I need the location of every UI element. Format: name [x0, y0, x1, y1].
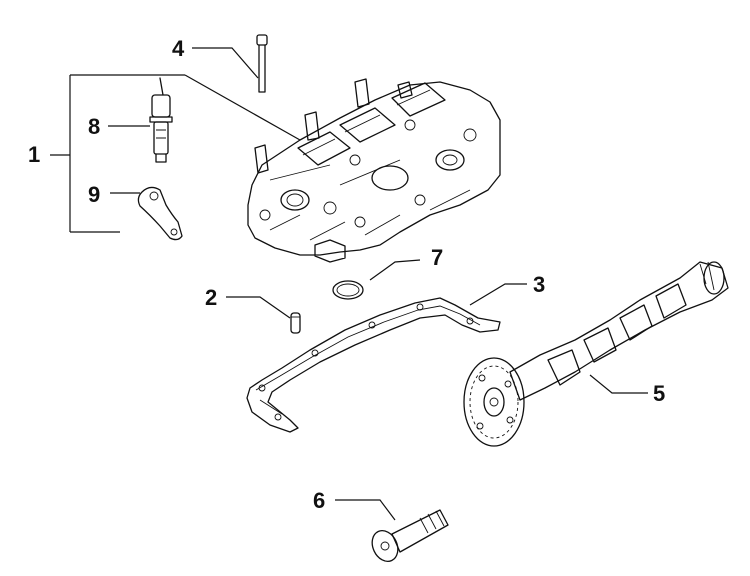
part-5-camshaft[interactable] [463, 261, 729, 447]
callout-4: 4 [172, 36, 185, 61]
callout-7: 7 [431, 245, 443, 270]
callout-9: 9 [88, 182, 100, 207]
camshaft-sprocket [463, 357, 525, 447]
callout-5: 5 [653, 381, 665, 406]
housing-body [247, 81, 501, 256]
part-7-o-ring[interactable] [332, 259, 421, 300]
callout-labels: 1 2 3 4 5 6 7 8 9 [28, 36, 665, 513]
callout-8: 8 [88, 114, 100, 139]
part-9-rocker[interactable] [110, 186, 183, 241]
callout-1: 1 [28, 142, 40, 167]
callout-2: 2 [205, 285, 217, 310]
camshaft-carrier-housing[interactable] [247, 78, 501, 263]
part-8-plunger[interactable] [108, 77, 173, 163]
callout-6: 6 [313, 488, 325, 513]
callout-3: 3 [533, 272, 545, 297]
part-3-gasket[interactable] [246, 283, 527, 433]
group-bracket-1 [50, 74, 301, 233]
part-2-dowel-pin[interactable] [226, 296, 301, 334]
part-4-bolt[interactable] [192, 34, 268, 93]
part-6-bolt[interactable] [335, 499, 449, 566]
